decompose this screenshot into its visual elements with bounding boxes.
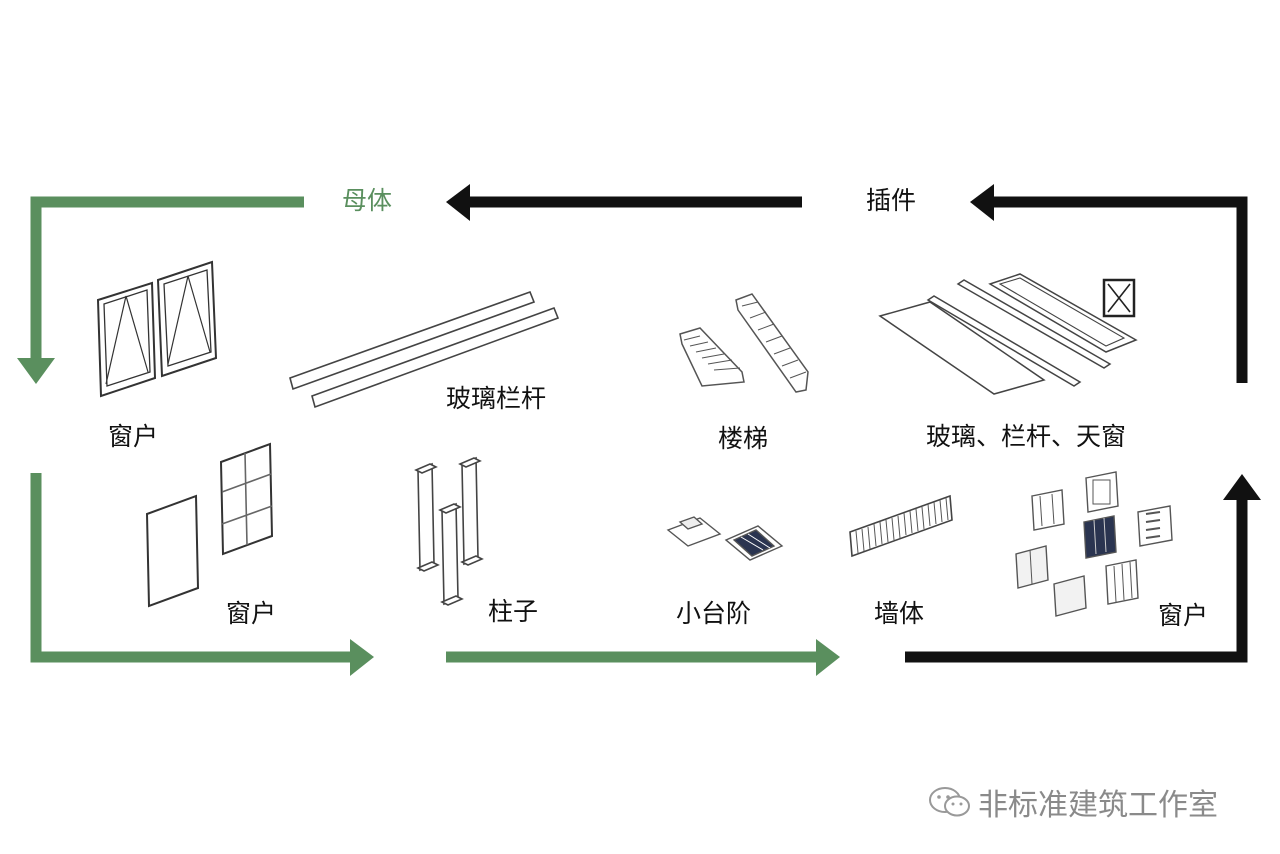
label-window-top-left: 窗户: [108, 422, 159, 451]
window-illustration-top-left: [96, 260, 218, 398]
green-arrow-bottom-left: [30, 473, 374, 676]
label-window-right: 窗户: [1158, 601, 1209, 630]
window-illustration-mid-left: [145, 442, 274, 608]
glass-railing-skylight-illustration: [878, 273, 1138, 395]
green-arrow-bottom-middle: [446, 639, 840, 676]
wall-illustration: [849, 494, 953, 558]
label-window-mid-left: 窗户: [226, 599, 277, 628]
stairs-illustration: [679, 293, 809, 393]
wechat-icon: [929, 787, 970, 817]
black-arrow-top-middle: [446, 184, 802, 221]
window-set-illustration-right: [1015, 471, 1173, 617]
label-small-steps: 小台阶: [676, 599, 752, 628]
label-glass-railing-skylight: 玻璃、栏杆、天窗: [926, 422, 1127, 451]
insert-label: 插件: [866, 186, 917, 215]
host-label: 母体: [342, 186, 393, 215]
black-arrow-top-right: [970, 184, 1248, 383]
watermark-text: 非标准建筑工作室: [978, 788, 1218, 823]
label-wall: 墙体: [874, 599, 925, 628]
green-arrow-top-left: [17, 196, 304, 384]
glass-railing-illustration: [289, 290, 560, 409]
label-column: 柱子: [488, 597, 539, 626]
column-illustration: [414, 456, 484, 606]
label-stairs: 楼梯: [718, 424, 769, 453]
small-steps-illustration: [666, 516, 784, 561]
label-glass-railing: 玻璃栏杆: [446, 384, 547, 413]
watermark: 非标准建筑工作室: [928, 780, 1218, 824]
black-arrow-bottom-right: [905, 474, 1261, 663]
